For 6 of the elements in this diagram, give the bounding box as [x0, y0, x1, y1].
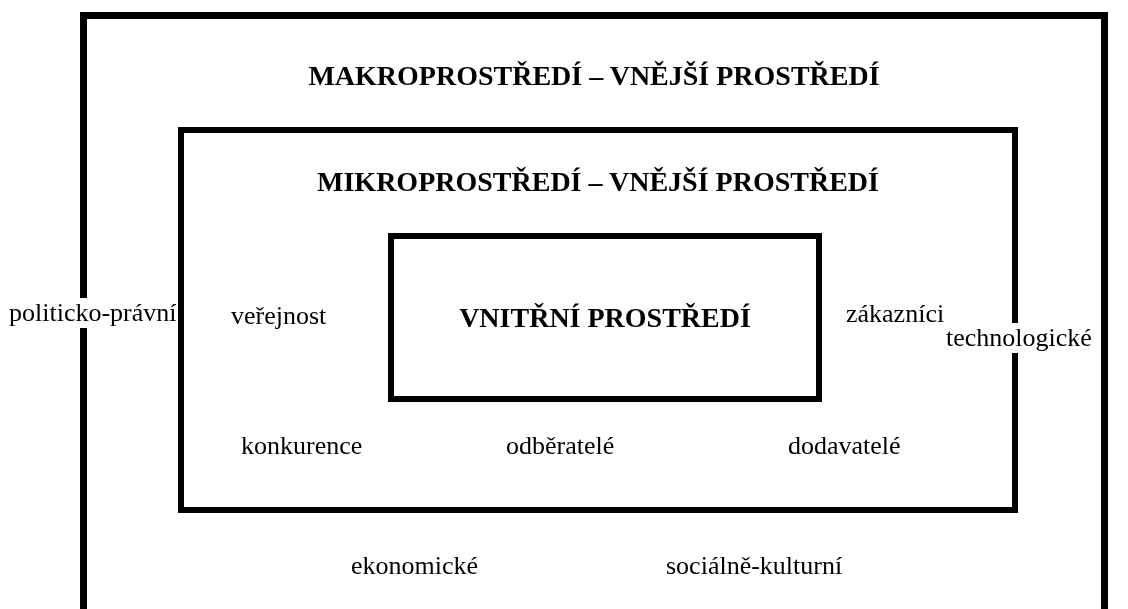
internal-environment-box	[388, 233, 822, 402]
heading: MAKROPROSTŘEDÍ – VNĚJŠÍ PROSTŘEDÍ	[307, 60, 881, 92]
environment-factor: politicko-právní	[8, 298, 178, 328]
heading: MIKROPROSTŘEDÍ – VNĚJŠÍ PROSTŘEDÍ	[316, 166, 880, 198]
heading: VNITŘNÍ PROSTŘEDÍ	[458, 302, 752, 334]
environment-factor: technologické	[945, 323, 1093, 353]
